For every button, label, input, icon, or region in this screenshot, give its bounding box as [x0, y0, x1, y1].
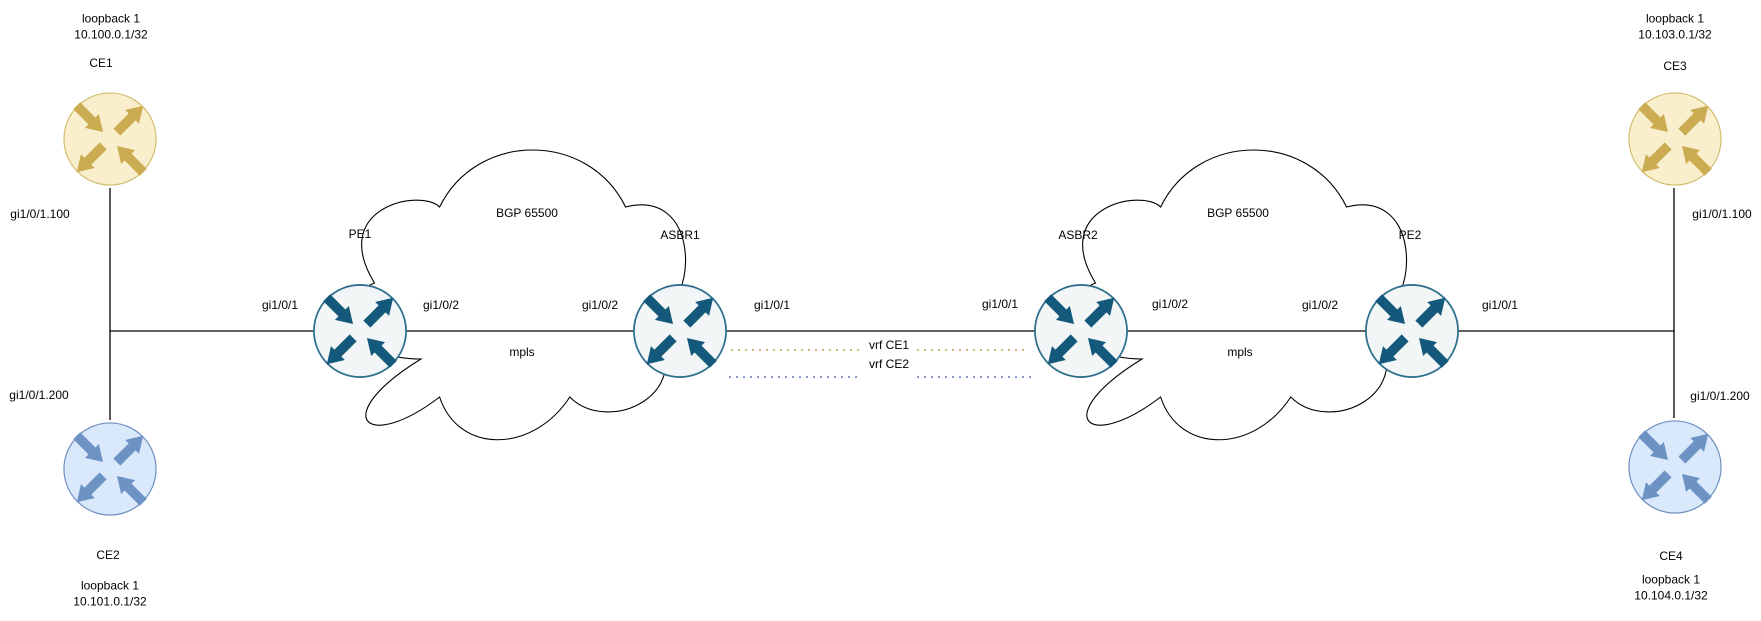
- ce2-loopback-title: loopback 1: [80, 578, 140, 593]
- ce4-loopback: loopback 1 10.104.0.1/32: [1634, 572, 1707, 603]
- ce1-interface-label: gi1/0/1.100: [10, 207, 70, 222]
- ce4-loopback-title: loopback 1: [1641, 572, 1701, 587]
- pe2-if-right: gi1/0/1: [1481, 298, 1519, 313]
- asbr1-if-right: gi1/0/1: [753, 298, 791, 313]
- mpls-label-left: mpls: [509, 345, 535, 360]
- router-icon-asbr1[interactable]: [633, 284, 727, 378]
- pe1-name: PE1: [348, 227, 372, 242]
- ce2-name: CE2: [96, 548, 120, 563]
- router-icon-ce4[interactable]: [1628, 420, 1722, 514]
- bgp-label-left: BGP 65500: [496, 206, 558, 221]
- ce2-interface-label: gi1/0/1.200: [9, 388, 69, 403]
- ce2-loopback: loopback 1 10.101.0.1/32: [73, 578, 146, 609]
- ce1-loopback-title: loopback 1: [81, 11, 141, 26]
- vrf-ce1-label: vrf CE1: [868, 338, 910, 353]
- router-icon-ce2[interactable]: [63, 422, 157, 516]
- ce3-loopback-title: loopback 1: [1645, 11, 1705, 26]
- ce1-name: CE1: [89, 56, 113, 71]
- router-icon-pe2[interactable]: [1365, 284, 1459, 378]
- pe1-if-right: gi1/0/2: [422, 298, 460, 313]
- ce1-loopback-ip: 10.100.0.1/32: [74, 27, 148, 41]
- ce3-interface-label: gi1/0/1.100: [1692, 207, 1752, 222]
- mpls-label-right: mpls: [1227, 345, 1253, 360]
- ce4-name: CE4: [1659, 549, 1683, 564]
- vrf-ce2-label: vrf CE2: [868, 357, 910, 372]
- asbr2-name: ASBR2: [1058, 228, 1098, 243]
- ce1-loopback: loopback 1 10.100.0.1/32: [74, 11, 147, 42]
- asbr2-if-left: gi1/0/1: [981, 297, 1019, 312]
- router-icon-pe1[interactable]: [313, 284, 407, 378]
- bgp-label-right: BGP 65500: [1207, 206, 1269, 221]
- router-icon-ce3[interactable]: [1628, 92, 1722, 186]
- ce2-loopback-ip: 10.101.0.1/32: [73, 594, 147, 608]
- router-icon-asbr2[interactable]: [1034, 284, 1128, 378]
- asbr2-if-right: gi1/0/2: [1151, 297, 1189, 312]
- ce3-loopback-ip: 10.103.0.1/32: [1638, 27, 1712, 41]
- router-icon-ce1[interactable]: [63, 92, 157, 186]
- ce4-loopback-ip: 10.104.0.1/32: [1634, 588, 1708, 602]
- bgp-cloud-right: [1069, 149, 1408, 441]
- ce3-loopback: loopback 1 10.103.0.1/32: [1638, 11, 1711, 42]
- pe2-name: PE2: [1398, 228, 1422, 243]
- pe1-if-left: gi1/0/1: [261, 298, 299, 313]
- ce3-name: CE3: [1663, 59, 1687, 74]
- asbr1-name: ASBR1: [660, 228, 700, 243]
- bgp-cloud-left: [348, 149, 687, 441]
- pe2-if-left: gi1/0/2: [1301, 298, 1339, 313]
- asbr1-if-left: gi1/0/2: [581, 298, 619, 313]
- ce4-interface-label: gi1/0/1.200: [1690, 389, 1750, 404]
